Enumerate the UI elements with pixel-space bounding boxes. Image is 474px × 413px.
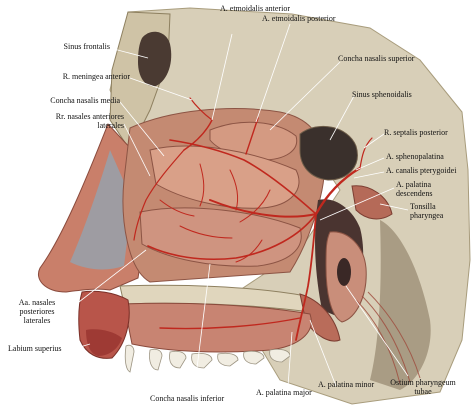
- leader-sinus-sphenoidalis: [329, 95, 355, 141]
- leader-a-ethmoidalis-anterior: [211, 33, 233, 121]
- leader-tonsilla-pharyngea: [379, 203, 409, 211]
- leader-lines: [65, 23, 409, 393]
- label-ostium-pharyngeum-tubae: Ostium pharyngeum tubae: [390, 378, 456, 396]
- leader-aa-nasales-posteriores-laterales: [65, 249, 147, 313]
- minor-branch-6: [235, 239, 263, 263]
- leader-r-septalis-posterior: [363, 133, 385, 149]
- label-a-ethmoidalis-posterior: A. etmoidalis posterior: [262, 14, 336, 23]
- pterygoid-region: [370, 220, 431, 390]
- septal-posterior-branch: [359, 137, 373, 169]
- leader-ostium-pharyngeum-tubae: [345, 285, 409, 377]
- leader-labium-superius: [69, 343, 91, 351]
- leader-a-sphenopalatina: [355, 157, 385, 171]
- artery-branch-upper: [169, 139, 317, 215]
- leader-a-palatina-major: [287, 331, 293, 387]
- label-a-palatina-descendens: A. palatina descendens: [396, 180, 433, 198]
- nasal-vestibule: [70, 150, 132, 270]
- label-aa-nasales-posteriores-laterales: Aa. nasales posteriores laterales: [18, 298, 56, 325]
- ostium-pharyngeum-tubae: [337, 258, 351, 286]
- label-concha-nasalis-inferior: Concha nasalis inferior: [150, 394, 225, 403]
- leader-r-meningea-anterior: [129, 77, 193, 101]
- label-r-meningea-anterior: R. meningea anterior: [62, 72, 130, 81]
- descending-palatine-artery: [295, 213, 317, 341]
- leader-a-palatina-descendens: [319, 187, 395, 221]
- leader-sinus-frontalis: [109, 47, 149, 59]
- soft-palate: [299, 293, 341, 342]
- artery-branch-lower: [147, 213, 317, 261]
- label-a-canalis-pterygoidei: A. canalis pterygoidei: [386, 166, 457, 175]
- lip-vermilion: [86, 329, 122, 356]
- label-tonsilla-pharyngea: Tonsilla pharyngea: [410, 202, 444, 220]
- minor-branch-4: [179, 225, 233, 239]
- label-concha-nasalis-superior: Concha nasalis superior: [338, 54, 415, 63]
- leader-a-palatina-minor: [309, 319, 337, 387]
- anterior-ethmoidal-artery: [183, 119, 213, 151]
- arteries: [133, 97, 373, 341]
- leader-rr-nasales-anteriores-laterales: [123, 123, 151, 177]
- artery-trunk-main: [209, 199, 317, 218]
- leader-a-ethmoidalis-posterior: [255, 23, 291, 123]
- middle-concha: [149, 145, 300, 209]
- label-a-palatina-major: A. palatina major: [256, 388, 312, 397]
- label-sinus-sphenoidalis: Sinus sphenoidalis: [352, 90, 412, 99]
- minor-branch-2: [199, 163, 205, 207]
- greater-palatine-artery: [159, 317, 301, 330]
- label-a-palatina-minor: A. palatina minor: [318, 380, 375, 389]
- pharyngeal-tonsil: [351, 185, 393, 220]
- leader-concha-nasalis-inferior: [193, 263, 211, 393]
- minor-branch-1: [229, 169, 239, 211]
- label-a-ethmoidalis-anterior: A. etmoidalis anterior: [220, 4, 290, 13]
- sphenoid-sinus: [299, 125, 358, 181]
- label-labium-superius: Labium superius: [8, 344, 62, 353]
- frontal-sinus: [138, 31, 172, 87]
- minor-branch-3: [239, 189, 271, 223]
- posterior-ethmoidal-artery: [245, 117, 259, 155]
- leader-a-canalis-pterygoidei: [353, 171, 385, 179]
- label-a-sphenopalatina: A. sphenopalatina: [386, 152, 444, 161]
- label-r-septalis-posterior: R. septalis posterior: [384, 128, 448, 137]
- label-rr-nasales-anteriores-laterales: Rr. nasales anteriores laterales: [55, 112, 124, 130]
- label-sinus-frontalis: Sinus frontalis: [63, 42, 110, 51]
- pharyngeal-muscle: [355, 291, 421, 385]
- minor-branch-5: [159, 199, 195, 217]
- leader-concha-nasalis-superior: [269, 61, 341, 131]
- upper-teeth: [124, 344, 291, 373]
- sphenopalatine-artery: [314, 166, 362, 216]
- leader-concha-nasalis-media: [119, 101, 165, 157]
- anterior-lateral-nasal-branches: [133, 149, 185, 241]
- label-concha-nasalis-media: Concha nasalis media: [50, 96, 120, 105]
